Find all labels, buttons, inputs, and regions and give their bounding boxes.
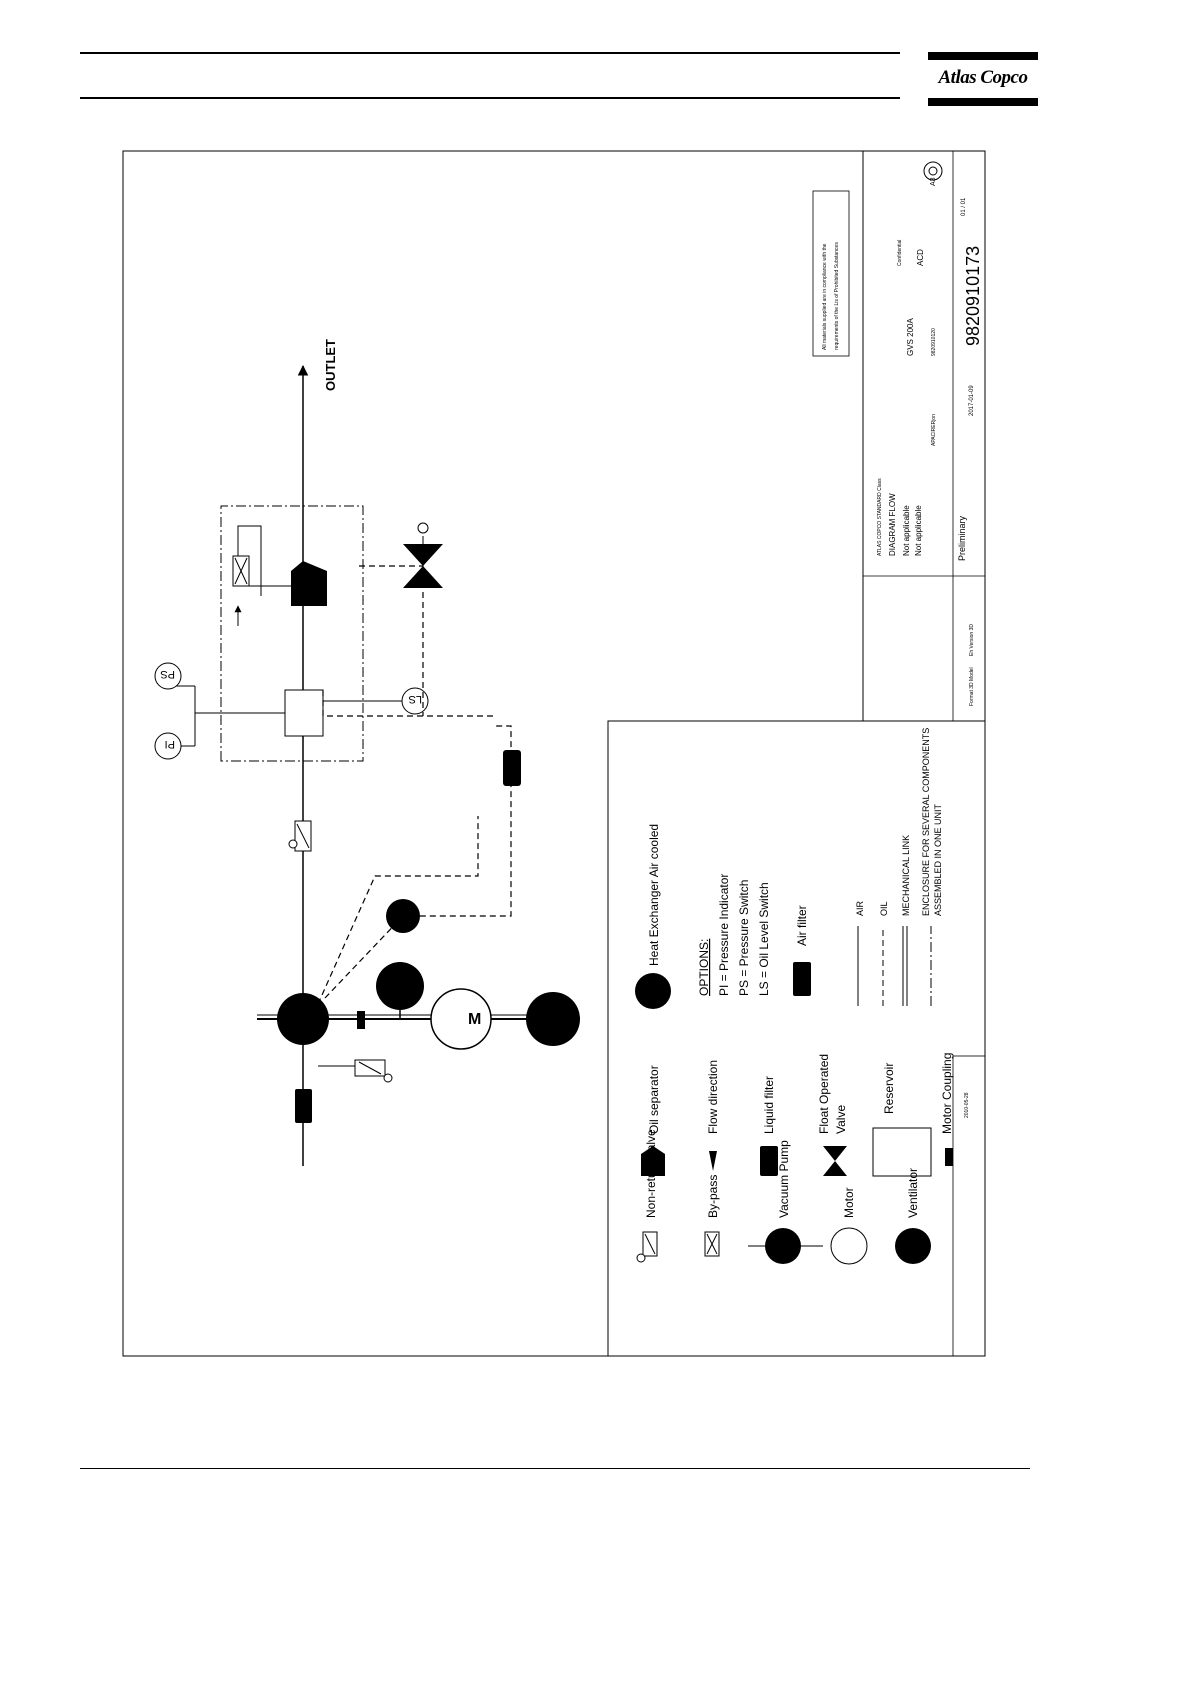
heat-exchanger-2 bbox=[386, 899, 420, 933]
ls-switch bbox=[401, 687, 429, 715]
legend-reservoir-label: Reservoir bbox=[882, 1063, 896, 1114]
compliance-line2: requirements of the Lis of Prohibited Su… bbox=[834, 242, 840, 350]
mod-strip bbox=[952, 1055, 986, 1357]
nrv-diag bbox=[296, 823, 310, 849]
projection-symbol-inner bbox=[928, 166, 938, 176]
header-rule-top bbox=[80, 52, 900, 54]
legend-line-oil: OIL bbox=[879, 901, 889, 916]
legend-option-pi: PI = Pressure Indicator bbox=[717, 874, 731, 996]
brand-logo: Atlas Copco bbox=[928, 52, 1038, 108]
float-ball bbox=[417, 522, 429, 534]
legend-vacuum-pump-label: Vacuum Pump bbox=[777, 1140, 791, 1218]
brand-name: Atlas Copco bbox=[938, 67, 1028, 88]
nrv-knob bbox=[288, 839, 298, 849]
tb-treatment: Not applicable bbox=[914, 505, 923, 556]
reservoir-oil-out bbox=[322, 690, 495, 717]
pi-tag: PI bbox=[165, 738, 175, 750]
legend-line-enclosure2: ASSEMBLED IN ONE UNIT bbox=[933, 803, 943, 916]
legend-non-return-label: Non-return valve bbox=[644, 1129, 658, 1218]
tb-date: 2017-01-09 bbox=[969, 385, 975, 416]
tb-material: Not applicable bbox=[902, 505, 911, 556]
legend-option-ps: PS = Pressure Switch bbox=[737, 880, 751, 996]
legend-symbols bbox=[635, 926, 953, 1265]
heat-exchanger-1 bbox=[376, 962, 424, 1010]
compliance-line1: All materials supplied are in compliance… bbox=[822, 243, 828, 350]
legend-coupling-label: Motor Coupling bbox=[940, 1053, 954, 1134]
pi-gauge bbox=[154, 732, 182, 760]
legend-float-valve-label: Float Operated bbox=[817, 1054, 831, 1134]
ls-tag: LS bbox=[409, 693, 422, 705]
legend-bypass-label: By-pass bbox=[706, 1175, 720, 1218]
sheet-frame bbox=[122, 150, 986, 1357]
tb-title: DIAGRAM FLOW bbox=[888, 493, 897, 556]
legend-line-enclosure: ENCLOSURE FOR SEVERAL COMPONENTS bbox=[921, 728, 931, 916]
vacuum-pump bbox=[277, 993, 329, 1045]
tb-size: A3 bbox=[930, 177, 937, 186]
tb-model: Format 3D Model bbox=[969, 667, 975, 706]
legend-option-ls: LS = Oil Level Switch bbox=[757, 882, 771, 996]
inlet-air-filter bbox=[295, 1089, 312, 1123]
legend-flow-direction-label: Flow direction bbox=[706, 1060, 720, 1134]
motor-coupling bbox=[357, 1011, 365, 1029]
legend-options-title: OPTIONS: bbox=[697, 939, 711, 996]
legend-air-filter-label: Air filter bbox=[795, 905, 809, 946]
enclosure bbox=[220, 505, 364, 762]
legend-ventilator-label: Ventilator bbox=[906, 1168, 920, 1218]
tb-company: ATLAS COPCO STANDARD Class bbox=[877, 478, 883, 556]
tb-approval: Preliminary bbox=[957, 515, 967, 561]
ps-switch bbox=[154, 662, 182, 690]
legend-oil-separator-label: Oil separator bbox=[647, 1065, 661, 1134]
tb-replaces: 9820910120 bbox=[931, 328, 937, 356]
bypass-box-x2 bbox=[234, 557, 248, 585]
tb-site: ACD bbox=[916, 249, 925, 266]
ps-tag: PS bbox=[160, 668, 175, 680]
liquid-filter bbox=[503, 750, 521, 786]
legend-heat-exchanger-label: Heat Exchanger Air cooled bbox=[647, 824, 661, 966]
tb-sheet: 01 / 01 bbox=[961, 197, 967, 216]
legend-liquid-filter-label: Liquid filter bbox=[762, 1076, 776, 1134]
footer-rule bbox=[80, 1468, 1030, 1469]
header-rule-bottom bbox=[80, 97, 900, 99]
legend-line-air: AIR bbox=[855, 900, 865, 916]
oil-line-2 bbox=[324, 725, 512, 999]
legend-motor-label: Motor bbox=[842, 1187, 856, 1218]
mod-date: 2010-05-28 bbox=[964, 1092, 970, 1118]
bypass-valve-knob bbox=[383, 1073, 393, 1083]
projection-symbol bbox=[923, 161, 943, 181]
ventilator bbox=[526, 992, 580, 1046]
motor-circle bbox=[430, 988, 492, 1050]
tb-product: GVS 200A bbox=[906, 318, 915, 356]
legend-box bbox=[607, 720, 986, 1357]
compliance-note bbox=[812, 190, 850, 357]
legend-float-valve-label2: Valve bbox=[834, 1105, 848, 1134]
tb-drawn-by: APACIRERjon bbox=[931, 414, 937, 446]
tb-class: Confidential bbox=[897, 240, 903, 266]
motor-tag: M bbox=[468, 1011, 481, 1028]
oil-line-1 bbox=[317, 816, 479, 1005]
legend-line-mech: MECHANICAL LINK bbox=[901, 835, 911, 916]
bypass-valve-diag bbox=[358, 1061, 382, 1075]
tb-cad: Eh Version 3D bbox=[969, 624, 975, 656]
oil-separator bbox=[291, 561, 327, 606]
tb-drawing-number: 9820910173 bbox=[963, 246, 983, 346]
outlet-label: OUTLET bbox=[323, 339, 338, 391]
title-block bbox=[862, 150, 986, 722]
reservoir bbox=[284, 689, 324, 737]
